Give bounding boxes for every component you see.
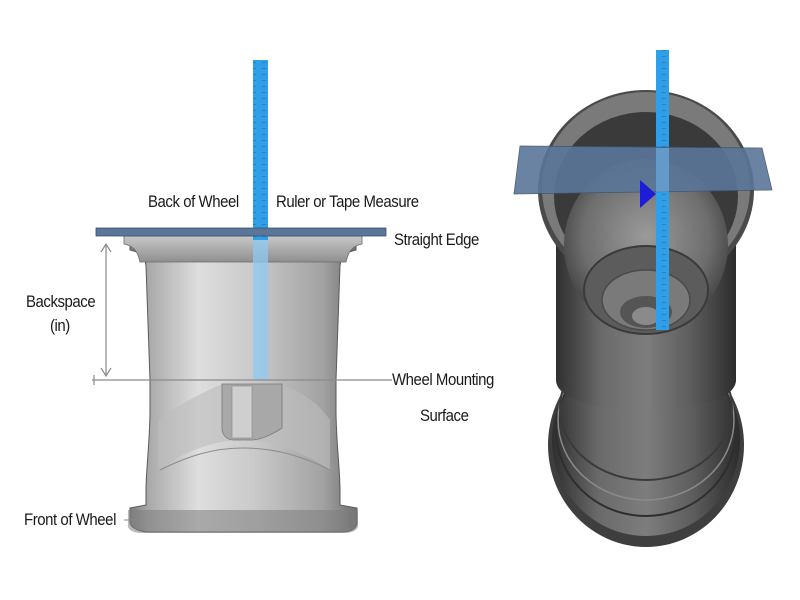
label-straight-edge: Straight Edge xyxy=(394,230,479,249)
wheel-bottom-flange xyxy=(128,510,358,533)
label-backspace-unit: (in) xyxy=(50,316,70,335)
label-mounting-surface: Surface xyxy=(420,406,469,425)
wheel-hub-bore xyxy=(231,385,253,439)
label-backspace: Backspace xyxy=(26,292,96,311)
straight-edge-right xyxy=(513,145,773,195)
wheel-cross-section xyxy=(123,235,363,533)
wheel-top-lip xyxy=(123,235,363,263)
label-front-of-wheel: Front of Wheel xyxy=(24,510,116,529)
ruler-right-overlap xyxy=(656,148,669,192)
label-mounting: Wheel Mounting xyxy=(392,370,494,389)
backspace-dimension xyxy=(100,242,112,378)
straight-edge-left xyxy=(95,227,387,237)
label-ruler: Ruler or Tape Measure xyxy=(276,192,419,211)
label-back-of-wheel: Back of Wheel xyxy=(148,192,239,211)
wheel-inner-contour xyxy=(159,447,331,471)
ruler-left xyxy=(253,60,268,380)
arrow-marker xyxy=(640,180,656,208)
